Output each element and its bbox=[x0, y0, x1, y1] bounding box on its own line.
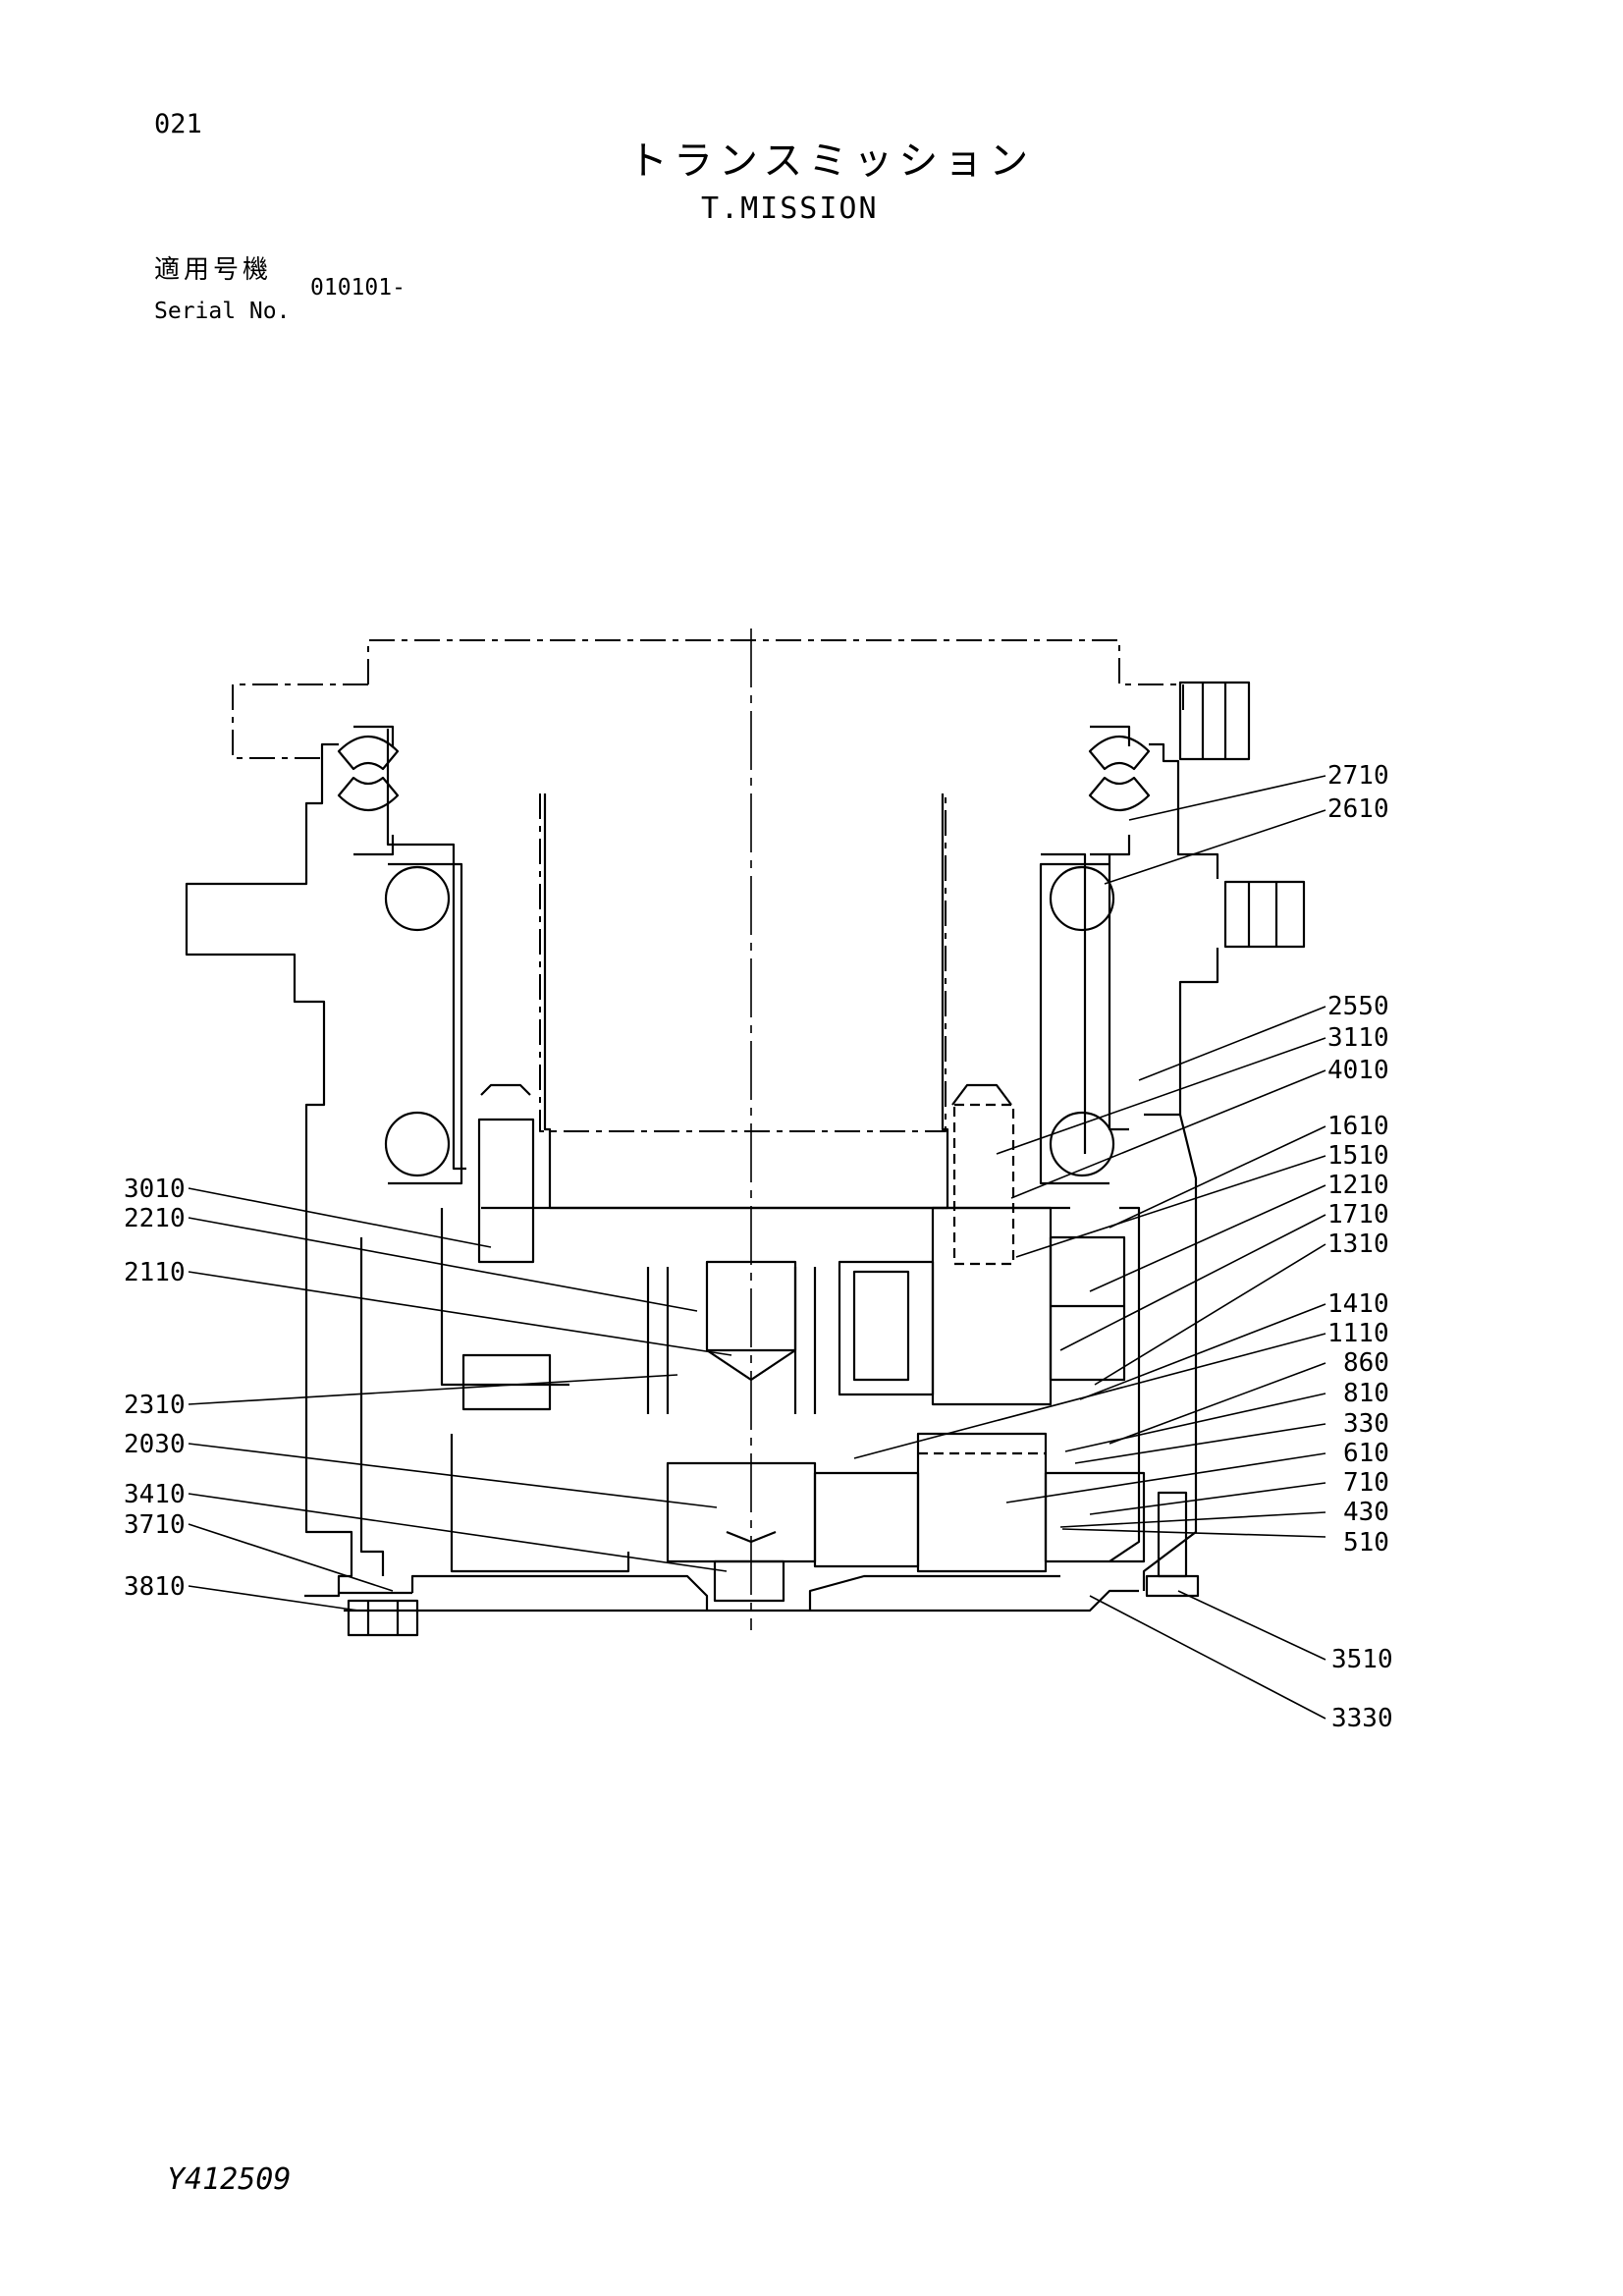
bearing-races bbox=[388, 862, 1109, 1185]
callout-left-6: 3410 bbox=[124, 1480, 186, 1509]
callout-right-20: 3510 bbox=[1331, 1645, 1393, 1674]
callout-right-15: 330 bbox=[1343, 1409, 1389, 1439]
callout-left-7: 3710 bbox=[124, 1510, 186, 1540]
serial-label-japanese: 適用号機 bbox=[154, 255, 273, 285]
callout-right-13: 860 bbox=[1343, 1348, 1389, 1378]
callout-left-5: 2030 bbox=[124, 1430, 186, 1459]
callout-right-6: 1610 bbox=[1327, 1112, 1389, 1141]
callout-right-4: 3110 bbox=[1327, 1023, 1389, 1053]
document-code: Y412509 bbox=[167, 2162, 292, 2197]
callout-left-4: 2310 bbox=[124, 1391, 186, 1420]
callout-left-8: 3810 bbox=[124, 1572, 186, 1602]
callout-right-21: 3330 bbox=[1331, 1704, 1393, 1733]
bearing-balls bbox=[384, 865, 1115, 1177]
bottom-cover bbox=[339, 1574, 1139, 1613]
callout-right-10: 1310 bbox=[1327, 1230, 1389, 1259]
page-number: 021 bbox=[154, 109, 202, 139]
callout-right-2: 2610 bbox=[1327, 794, 1389, 824]
bolt-3510 bbox=[1145, 1491, 1200, 1598]
planet-carrier-right bbox=[838, 1206, 1126, 1406]
callout-right-3: 2550 bbox=[1327, 992, 1389, 1021]
housing-right bbox=[1041, 742, 1219, 1591]
callout-right-17: 710 bbox=[1343, 1468, 1389, 1498]
callout-right-8: 1210 bbox=[1327, 1171, 1389, 1200]
callout-left-3: 2110 bbox=[124, 1258, 186, 1287]
right-flange-bolt bbox=[1223, 880, 1306, 949]
serial-label-english: Serial No. bbox=[154, 299, 291, 324]
callout-left-1: 3010 bbox=[124, 1175, 186, 1204]
pin-3010 bbox=[461, 1083, 552, 1411]
leader-lines-left bbox=[188, 1187, 732, 1612]
phantom-outline bbox=[232, 639, 1184, 1132]
callout-right-12: 1110 bbox=[1327, 1319, 1389, 1348]
serial-number-range: 010101- bbox=[310, 275, 406, 301]
callout-right-18: 430 bbox=[1343, 1498, 1389, 1527]
sun-gear bbox=[646, 1260, 817, 1414]
callout-right-1: 2710 bbox=[1327, 761, 1389, 791]
page-title-japanese: トランスミッション bbox=[628, 138, 1035, 184]
callout-right-9: 1710 bbox=[1327, 1200, 1389, 1230]
callout-right-7: 1510 bbox=[1327, 1141, 1389, 1171]
callout-right-5: 4010 bbox=[1327, 1056, 1389, 1085]
leader-lines-right bbox=[853, 775, 1326, 1720]
page-title-english: T.MISSION bbox=[701, 191, 879, 226]
callout-right-19: 510 bbox=[1343, 1528, 1389, 1558]
callout-left-2: 2210 bbox=[124, 1204, 186, 1233]
callout-right-14: 810 bbox=[1343, 1379, 1389, 1408]
callout-right-16: 610 bbox=[1343, 1439, 1389, 1468]
lower-gear-stage bbox=[666, 1432, 1146, 1603]
seal-left bbox=[337, 725, 400, 856]
pin-3110 bbox=[951, 1083, 1015, 1266]
top-right-bolt bbox=[1178, 681, 1251, 761]
callout-right-11: 1410 bbox=[1327, 1289, 1389, 1319]
seal-right bbox=[1088, 725, 1151, 856]
housing-left bbox=[185, 729, 630, 1598]
bolt-3810 bbox=[347, 1599, 419, 1637]
output-shaft-drum bbox=[481, 793, 1070, 1210]
